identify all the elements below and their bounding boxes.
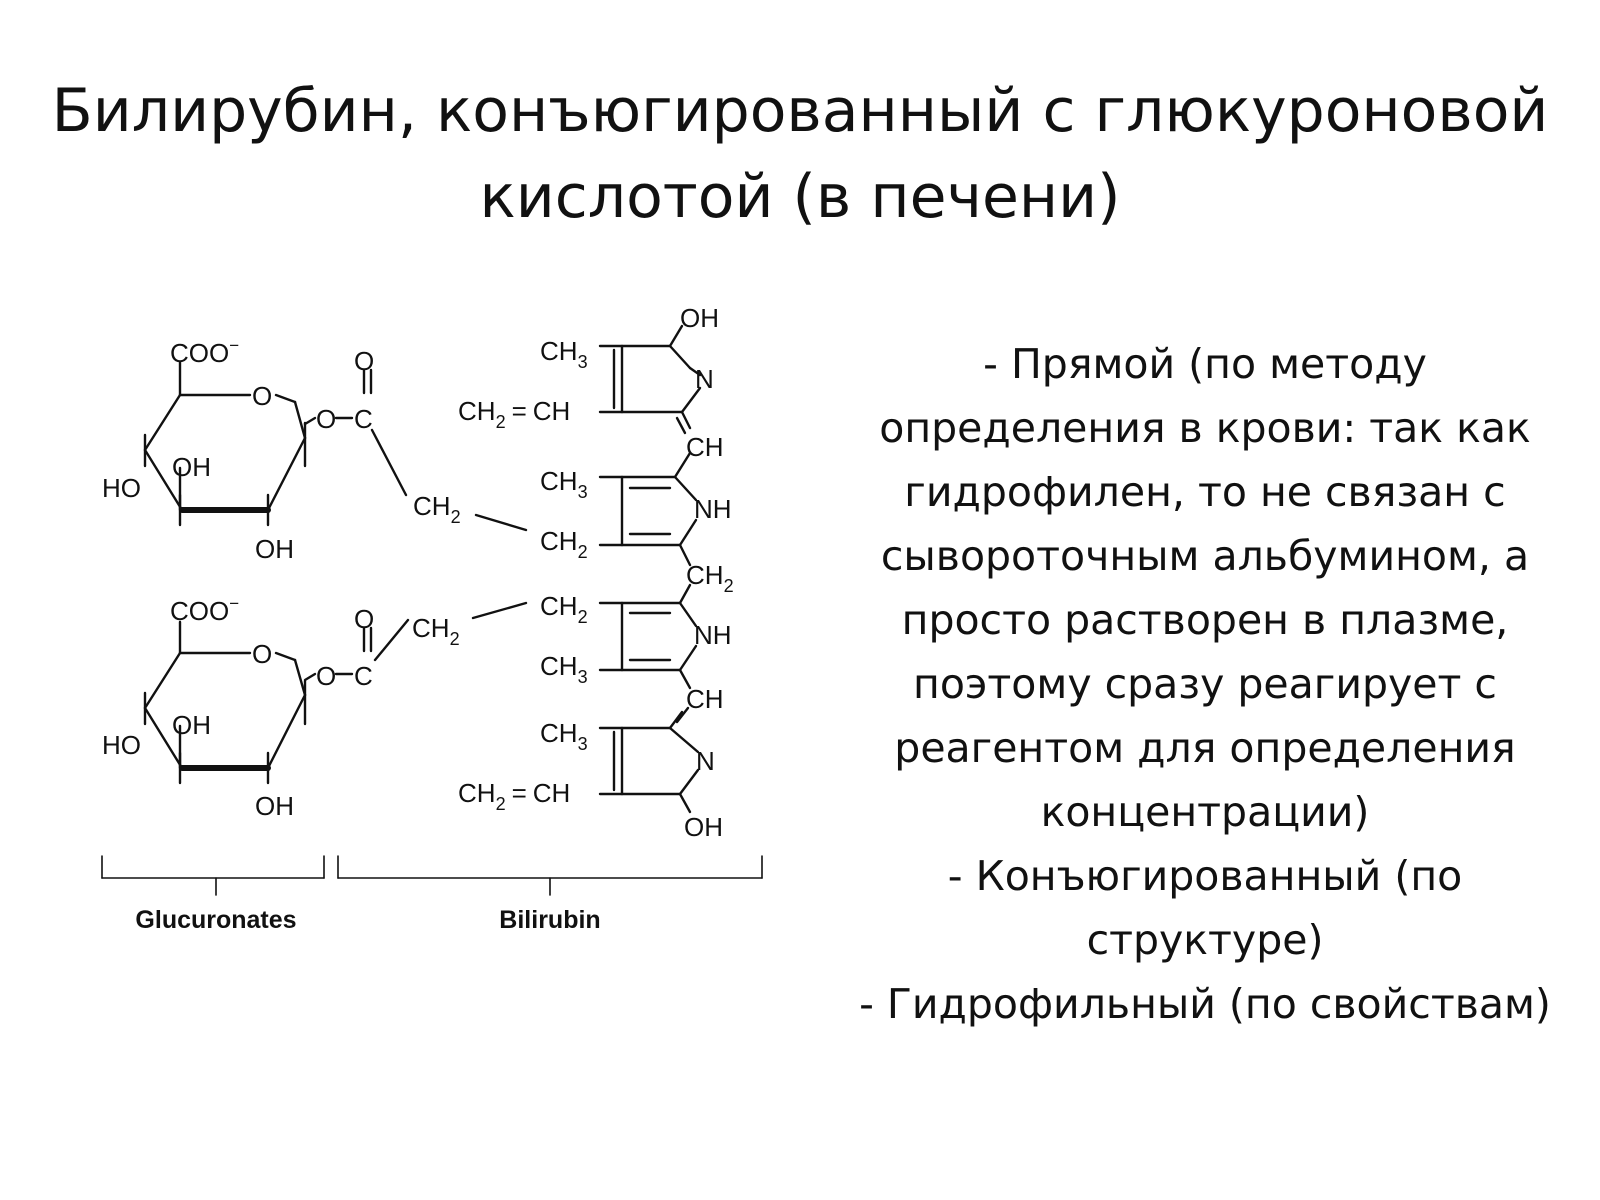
description-line: определения в крови: так как — [879, 404, 1531, 452]
oh-label-bottom-bottom: OH — [255, 791, 294, 821]
glucuronates-label: Glucuronates — [135, 906, 296, 934]
carbonyl-oxygen-top: O — [354, 346, 374, 376]
pyrrole-ring-1 — [598, 324, 702, 435]
ho-label-bottom: HO — [102, 730, 141, 760]
methine-label-1: CH — [686, 432, 724, 462]
ch2-label-pyrrole-2: CH2 — [540, 526, 588, 562]
ch2-label-bottom-left: CH2 — [412, 613, 460, 649]
ch3-label-pyrrole-3: CH3 — [540, 651, 588, 687]
description-line: - Прямой (по методу — [983, 340, 1427, 388]
ch3-label-pyrrole-4: CH3 — [540, 718, 588, 754]
description-line: просто растворен в плазме, — [901, 596, 1509, 644]
description-line: - Конъюгированный (по — [947, 852, 1463, 900]
vinyl-label-top: CH2=CH — [458, 396, 570, 432]
ch2-label-top-left: CH2 — [413, 491, 461, 527]
description-line: - Гидрофильный (по свойствам) — [859, 980, 1551, 1028]
ester-oxygen-top: O — [316, 404, 336, 434]
methylene-bridge-label: CH2 — [686, 560, 734, 596]
ester-oxygen-bottom: O — [316, 661, 336, 691]
n-label-pyrrole-4: N — [696, 746, 715, 776]
description-text: - Прямой (по методу определения в крови:… — [840, 332, 1570, 1036]
description-line: реагентом для определения — [894, 724, 1516, 772]
description-line: гидрофилен, то не связан с — [904, 468, 1506, 516]
glucuronates-bracket — [101, 855, 325, 896]
ester-carbonyl-bottom — [362, 601, 528, 662]
structure-svg: COO− O OH HO OH O C O CH2 COO− O OH HO O… — [101, 303, 763, 934]
oh-label-bottom-inner: OH — [172, 710, 211, 740]
title-line-1: Билирубин, конъюгированный с глюкуроново… — [51, 76, 1549, 146]
coo-label-bottom: COO− — [170, 594, 239, 626]
conjugated-bilirubin-structure: COO− O OH HO OH O C O CH2 COO− O OH HO O… — [90, 290, 810, 980]
n-label-pyrrole-1: N — [695, 364, 714, 394]
glucuronate-ring-bottom — [143, 620, 354, 785]
pyrrole-ring-2 — [598, 451, 698, 567]
ho-label-top: HO — [102, 473, 141, 503]
vinyl-label-bottom: CH2=CH — [458, 778, 570, 814]
title-line-2: кислотой (в печени) — [479, 162, 1121, 232]
slide-title: Билирубин, конъюгированный с глюкуроново… — [40, 68, 1560, 240]
ring-oxygen-bottom: O — [252, 639, 272, 669]
ring-oxygen-top: O — [252, 381, 272, 411]
carbonyl-oxygen-bottom: O — [354, 604, 374, 634]
ester-carbonyl-top — [362, 368, 528, 532]
coo-label-top: COO− — [170, 336, 239, 368]
oh-label-top-inner: OH — [172, 452, 211, 482]
description-line: поэтому сразу реагирует с — [913, 660, 1497, 708]
nh-label-pyrrole-2: NH — [694, 494, 732, 524]
pyrrole-ring-4 — [598, 706, 700, 814]
description-line: сывороточным альбумином, а — [880, 532, 1530, 580]
carbonyl-carbon-bottom: C — [354, 661, 373, 691]
ch2-label-pyrrole-3: CH2 — [540, 591, 588, 627]
ch3-label-pyrrole-1: CH3 — [540, 336, 588, 372]
oh-label-pyrrole-4: OH — [684, 812, 723, 842]
ch3-label-pyrrole-2: CH3 — [540, 466, 588, 502]
bilirubin-label: Bilirubin — [499, 906, 600, 934]
description-line: структуре) — [1086, 916, 1324, 964]
methine-label-2: CH — [686, 684, 724, 714]
bilirubin-bracket — [337, 855, 763, 896]
glucuronate-ring-top — [143, 360, 354, 527]
nh-label-pyrrole-3: NH — [694, 620, 732, 650]
oh-label-pyrrole-1: OH — [680, 303, 719, 333]
carbonyl-carbon-top: C — [354, 404, 373, 434]
oh-label-top-bottom: OH — [255, 534, 294, 564]
pyrrole-ring-3 — [598, 583, 698, 690]
description-line: концентрации) — [1040, 788, 1370, 836]
